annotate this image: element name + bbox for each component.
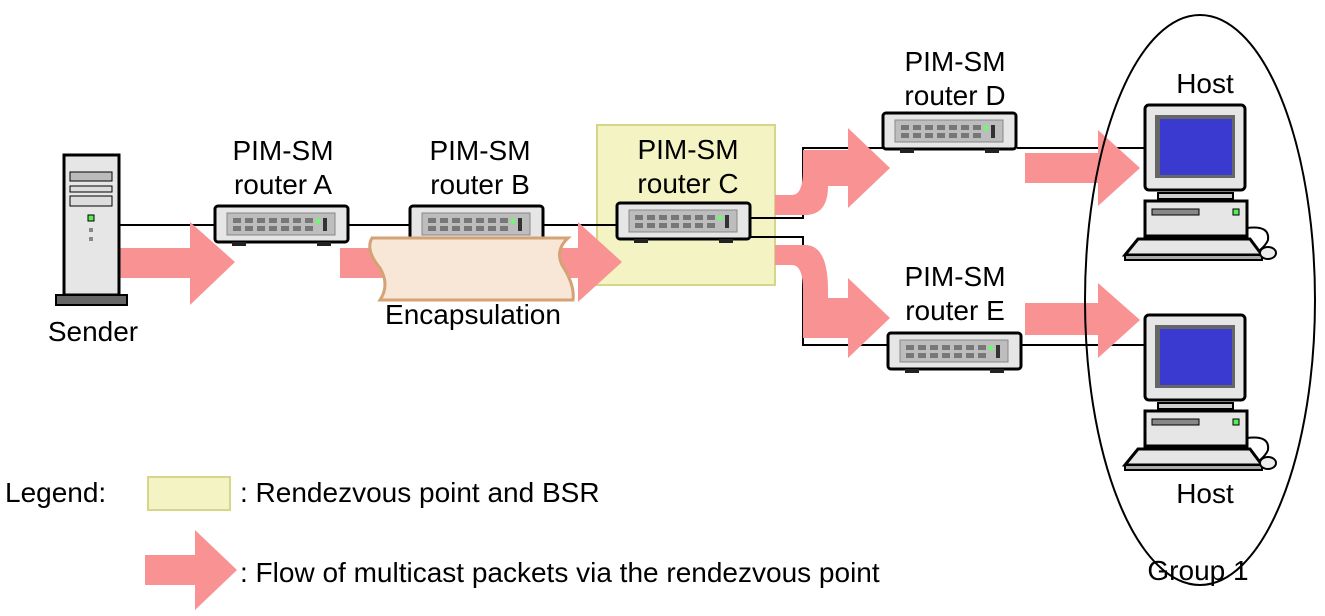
arrow-d-to-host	[1025, 130, 1140, 206]
group-ellipse	[1084, 14, 1316, 586]
router-c-label-1: PIM-SM	[637, 134, 738, 165]
sender-label: Sender	[48, 316, 138, 347]
host-2-label: Host	[1176, 478, 1234, 509]
router-e-label-1: PIM-SM	[904, 261, 1005, 292]
host-2-icon	[1123, 313, 1278, 472]
host-1-label: Host	[1176, 68, 1234, 99]
router-c-icon	[615, 201, 752, 245]
legend-flow-text: : Flow of multicast packets via the rend…	[240, 557, 880, 588]
arrow-c-to-d	[775, 128, 890, 215]
router-a-label-2: router A	[234, 169, 332, 200]
router-a-label-1: PIM-SM	[232, 135, 333, 166]
arrow-e-to-host	[1025, 283, 1140, 358]
router-e-icon	[886, 331, 1023, 375]
router-e-label-2: router E	[905, 295, 1005, 326]
arrow-sender-to-a	[120, 222, 235, 305]
encapsulation-tunnel	[368, 236, 575, 302]
router-d-label-2: router D	[904, 80, 1005, 111]
legend-rp-swatch	[147, 476, 231, 511]
arrow-c-to-e	[775, 245, 890, 358]
router-d-icon	[881, 111, 1018, 155]
router-a-icon	[213, 204, 350, 248]
legend-rp-text: : Rendezvous point and BSR	[240, 477, 600, 508]
group-label: Group 1	[1147, 555, 1248, 586]
encapsulation-label: Encapsulation	[385, 299, 561, 330]
sender-server-icon	[55, 153, 128, 306]
legend-title: Legend:	[5, 477, 106, 508]
router-b-label-2: router B	[430, 169, 530, 200]
router-d-label-1: PIM-SM	[904, 46, 1005, 77]
router-c-label-2: router C	[637, 168, 738, 199]
legend-arrow-icon	[145, 530, 237, 610]
router-b-label-1: PIM-SM	[429, 135, 530, 166]
host-1-icon	[1123, 103, 1278, 262]
